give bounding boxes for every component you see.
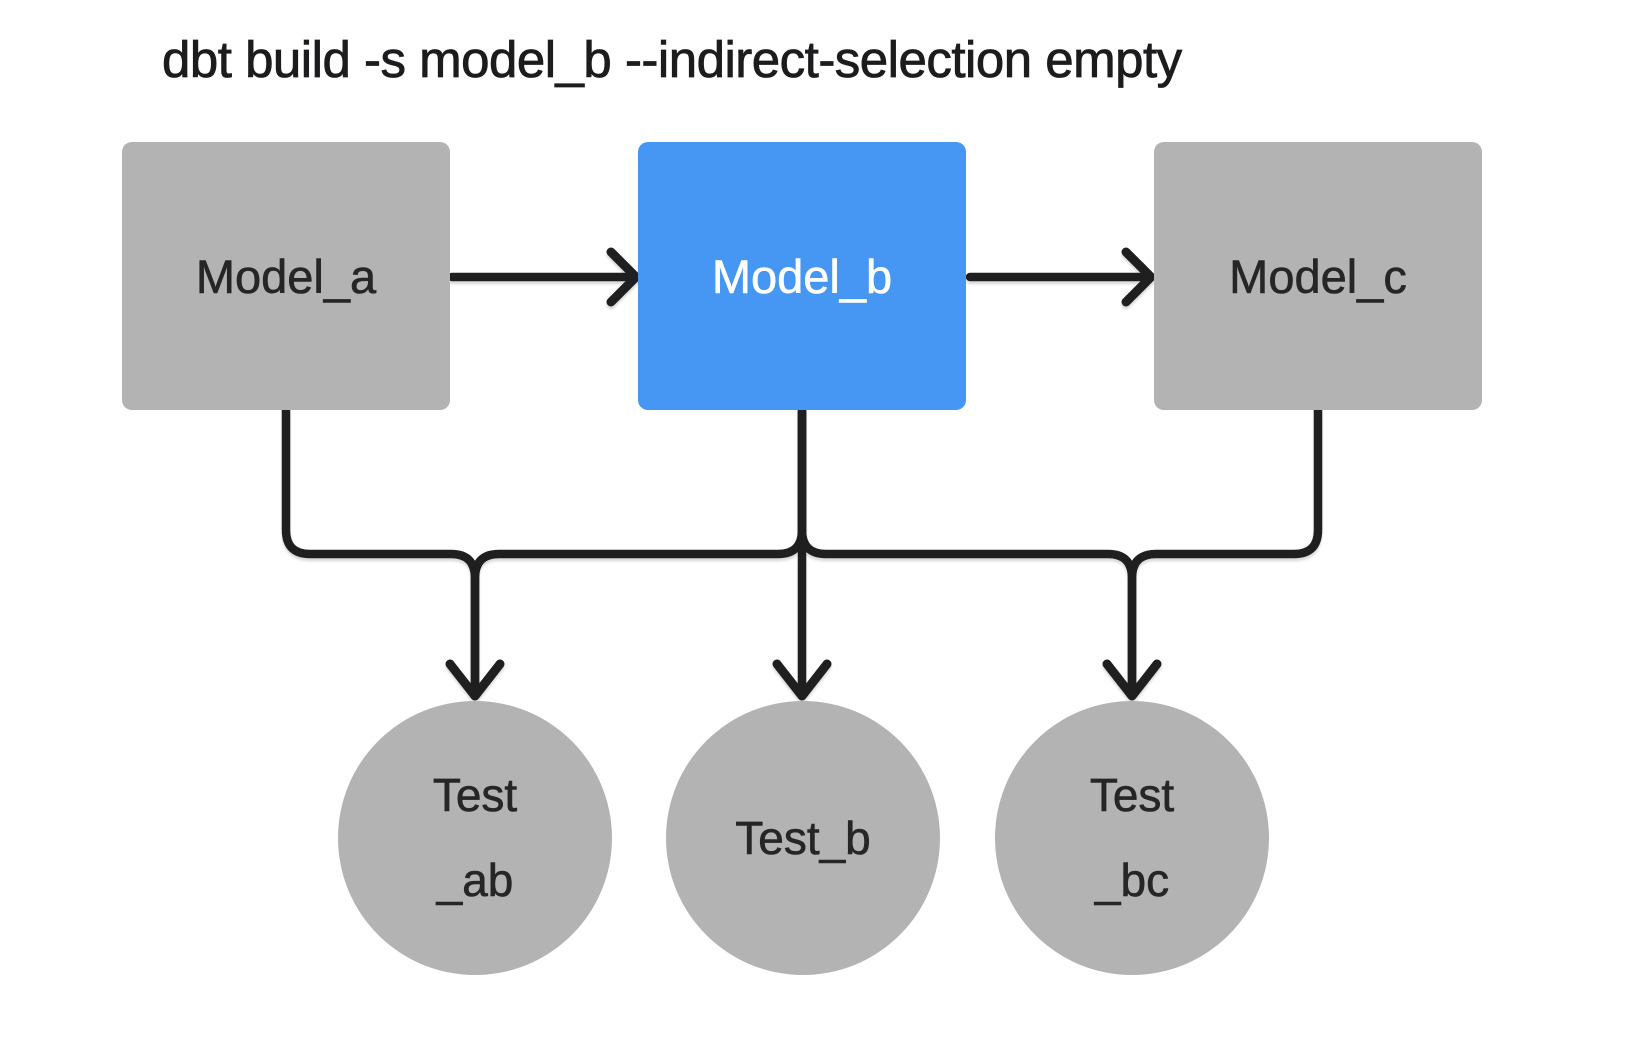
- test-ab-node: Test _ab: [338, 701, 612, 975]
- test-ab-label-line1: Test: [432, 769, 518, 822]
- test-b-label-line1: Test_b: [735, 811, 871, 864]
- edge-model-b-to-test-bc: [797, 405, 1137, 695]
- arrowhead-test-b-icon: [772, 659, 832, 701]
- model-c-label: Model_c: [1229, 249, 1407, 303]
- model-b-node-selected: Model_b: [638, 142, 966, 410]
- test-b-node: Test_b: [666, 701, 940, 975]
- test-bc-node: Test _bc: [995, 701, 1269, 975]
- model-c-node: Model_c: [1154, 142, 1482, 410]
- diagram-title: dbt build -s model_b --indirect-selectio…: [162, 31, 1183, 89]
- edge-model-c-to-test-bc: [1127, 405, 1323, 695]
- model-b-label: Model_b: [711, 249, 893, 303]
- model-a-node: Model_a: [122, 142, 450, 410]
- test-bc-label-line1: Test: [1089, 769, 1175, 822]
- edge-model-a-to-test-ab: [281, 405, 480, 695]
- test-ab-label-line2: _ab: [436, 854, 514, 907]
- arrowhead-test-bc-icon: [1102, 659, 1162, 701]
- model-a-label: Model_a: [195, 249, 377, 303]
- arrowhead-model-b-icon: [606, 247, 641, 307]
- edge-model-b-to-test-ab: [470, 405, 807, 695]
- arrowhead-model-c-icon: [1121, 247, 1156, 307]
- arrowhead-test-ab-icon: [445, 659, 505, 701]
- test-bc-label-line2: _bc: [1094, 854, 1170, 907]
